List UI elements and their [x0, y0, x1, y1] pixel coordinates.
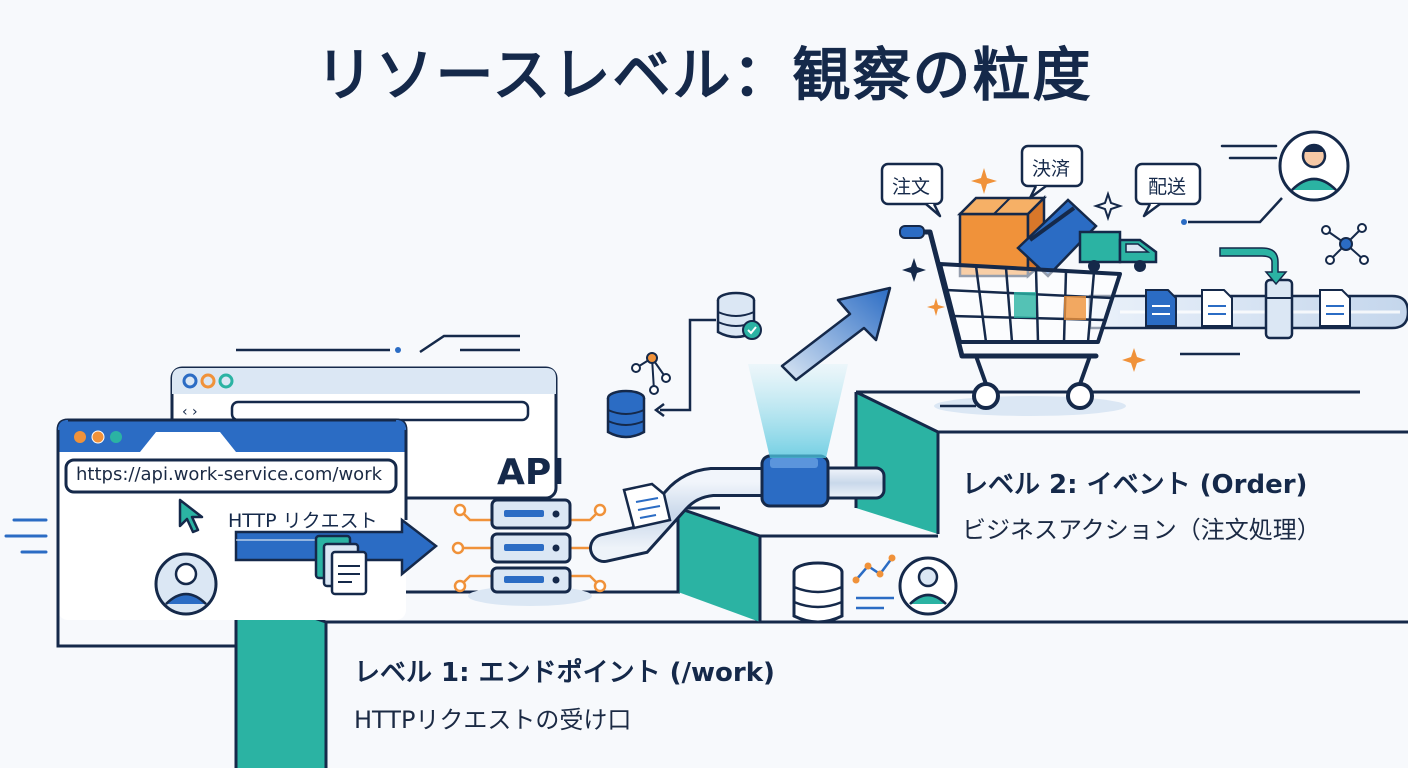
- sparkle-icons: [902, 168, 1146, 372]
- network-node-icon-right: [1321, 223, 1369, 265]
- user-avatar-icon-3: [1278, 130, 1350, 202]
- bubble-order: [880, 162, 944, 218]
- stair-riser-1: [676, 506, 762, 622]
- user-avatar-icon: [154, 552, 218, 616]
- level-1-title: レベル 1: エンドポイント (/work): [354, 658, 775, 688]
- network-node-icon: [631, 352, 671, 395]
- connector-line-right: [1188, 197, 1283, 224]
- connector-line: [660, 318, 716, 412]
- database-icon-bottom: [792, 561, 844, 624]
- level-2-description: ビジネスアクション（注文処理）: [962, 516, 1321, 544]
- api-server-icon: [451, 498, 609, 606]
- conveyor-belt: [1088, 294, 1408, 330]
- api-label: API: [497, 452, 565, 493]
- shopping-cart-icon: [899, 194, 1158, 416]
- ascent-arrow: [780, 286, 892, 382]
- browser-url: https://api.work-service.com/work: [76, 464, 383, 485]
- connector-dot: [1181, 219, 1187, 225]
- svg-text:‹ ›: ‹ ›: [182, 404, 198, 420]
- decor-lines-step2: [940, 352, 1240, 408]
- data-pipe: [589, 454, 886, 563]
- stair-step-1: [234, 590, 1408, 768]
- document-stack-icon: [314, 534, 368, 596]
- request-label: HTTP リクエスト: [228, 510, 378, 532]
- trend-chart-icon: [852, 554, 896, 610]
- bubble-payment: [1020, 144, 1084, 200]
- speed-lines-left: [4, 518, 48, 554]
- database-icon-small: [716, 291, 762, 340]
- bubble-shipping-text: 配送: [1148, 176, 1187, 198]
- database-icon-blue: [606, 389, 646, 439]
- motion-lines-right: [1220, 144, 1278, 160]
- level-1-description: HTTPリクエストの受け口: [354, 706, 632, 734]
- connector-arrowhead: [653, 403, 665, 417]
- document-icons-conveyor: [1145, 278, 1351, 340]
- page-title: リソースレベル：観察の粒度: [315, 41, 1093, 109]
- bubble-order-text: 注文: [892, 176, 931, 198]
- drop-arrow: [1219, 247, 1288, 286]
- bubble-shipping: [1134, 162, 1202, 218]
- level-2-title: レベル 2: イベント (Order): [962, 470, 1308, 500]
- user-avatar-icon-2: [898, 556, 958, 616]
- light-beam: [748, 364, 848, 458]
- bubble-payment-text: 決済: [1032, 158, 1071, 180]
- cursor-icon: [178, 498, 204, 534]
- document-icon: [622, 482, 672, 530]
